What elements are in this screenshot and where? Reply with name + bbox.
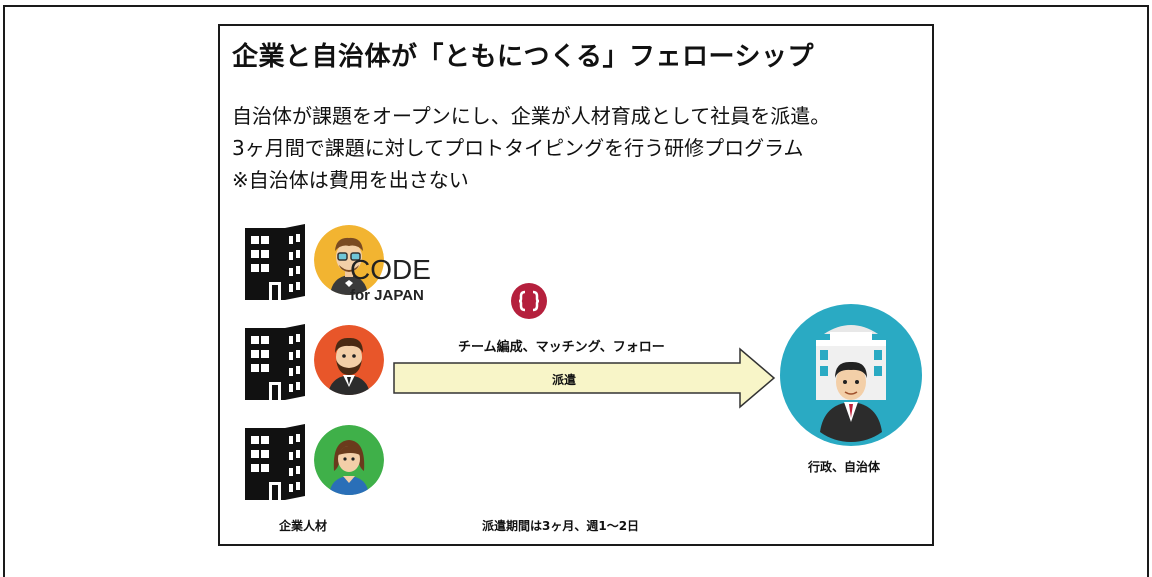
dispatch-label: 派遣 (551, 373, 576, 387)
dispatch-arrow (393, 347, 776, 409)
outer-frame (3, 5, 1149, 577)
slide-title: 企業と自治体が「ともにつくる」フェローシップ (232, 42, 814, 72)
office-building-icon (245, 224, 305, 300)
slide: 企業と自治体が「ともにつくる」フェローシップ 自治体が課題をオープンにし、企業が… (218, 24, 934, 546)
roles-label: チーム編成、マッチング、フォロー (458, 340, 665, 355)
description-line-3: ※自治体は費用を出さない (232, 168, 469, 192)
period-label: 派遣期間は3ヶ月、週1〜2日 (482, 519, 640, 533)
office-building-icon (245, 324, 305, 400)
government-label: 行政、自治体 (808, 460, 881, 474)
woman-avatar-icon (314, 425, 384, 495)
code-for-japan-sub: for JAPAN (350, 287, 424, 304)
code-for-japan-logo-icon (511, 283, 547, 319)
code-for-japan-name: CODE (350, 254, 431, 285)
description-line-2: 3ヶ月間で課題に対してプロトタイピングを行う研修プログラム (232, 136, 804, 160)
office-building-icon (245, 424, 305, 500)
government-building-official-icon (780, 304, 922, 446)
bearded-man-avatar-icon (314, 325, 384, 395)
corporate-label: 企業人材 (279, 519, 328, 533)
man-with-glasses-avatar-icon (314, 225, 384, 295)
description-line-1: 自治体が課題をオープンにし、企業が人材育成として社員を派遣。 (232, 104, 831, 128)
